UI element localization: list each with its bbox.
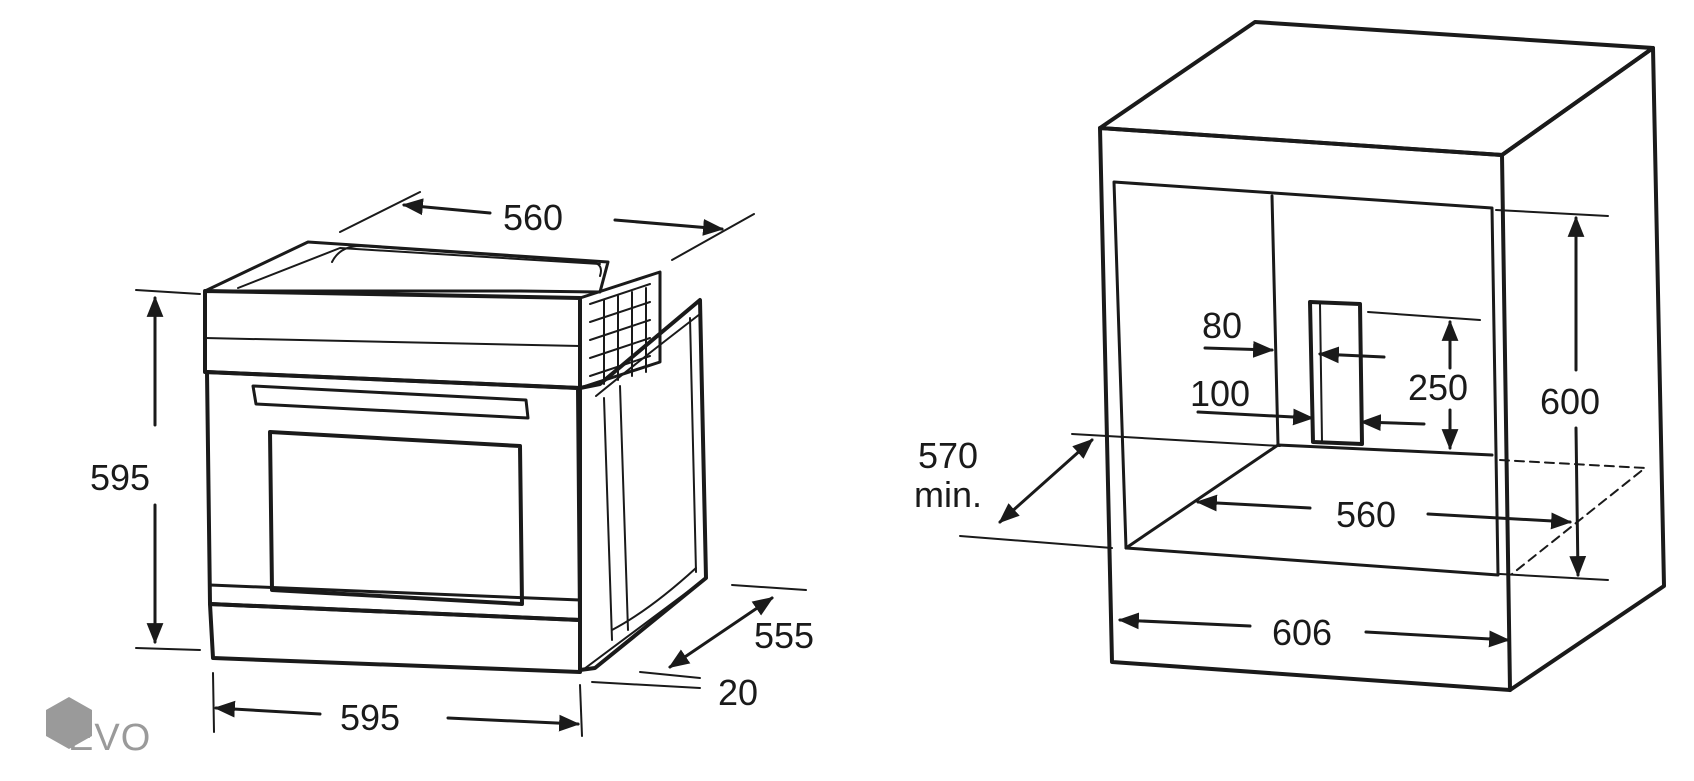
- oven-drawing: [203, 240, 708, 674]
- oven-side-dimension: 555 20: [591, 584, 814, 713]
- cabinet-250-dimension: 250: [1367, 311, 1481, 451]
- hexagon-logo-icon: [46, 697, 92, 749]
- vent-grille: [578, 270, 662, 390]
- oven-height-label: 595: [90, 457, 150, 498]
- cabinet-inner-width-dimension: 560: [1195, 494, 1573, 535]
- cabinet-100-label: 100: [1190, 373, 1250, 414]
- cabinet-vent-dimensions: 80 100: [1190, 305, 1426, 432]
- oven-height-dimension: 595: [90, 289, 201, 651]
- oven-side-depth-label: 555: [754, 615, 814, 656]
- evo-watermark: EVO: [46, 697, 151, 759]
- cabinet-depth-dimension: 570 min.: [914, 433, 1281, 549]
- cabinet-depth-label-line2: min.: [914, 474, 982, 515]
- oven-depth-label: 560: [503, 197, 563, 238]
- cabinet-height-label: 600: [1540, 381, 1600, 422]
- oven-width-dimension: 595: [212, 672, 583, 738]
- oven-width-label: 595: [340, 697, 400, 738]
- cabinet-outer-width-label: 606: [1272, 612, 1332, 653]
- cabinet-depth-label-line1: 570: [918, 435, 978, 476]
- cabinet-height-dimension: 600: [1495, 209, 1609, 581]
- cabinet-250-label: 250: [1408, 367, 1468, 408]
- cabinet-inner-width-label: 560: [1336, 494, 1396, 535]
- oven-depth-dimension: 560: [339, 191, 755, 261]
- cabinet-80-label: 80: [1202, 305, 1242, 346]
- cabinet-outer-width-dimension: 606: [1117, 612, 1511, 653]
- watermark-text: EVO: [68, 717, 151, 759]
- oven-front-offset-label: 20: [718, 672, 758, 713]
